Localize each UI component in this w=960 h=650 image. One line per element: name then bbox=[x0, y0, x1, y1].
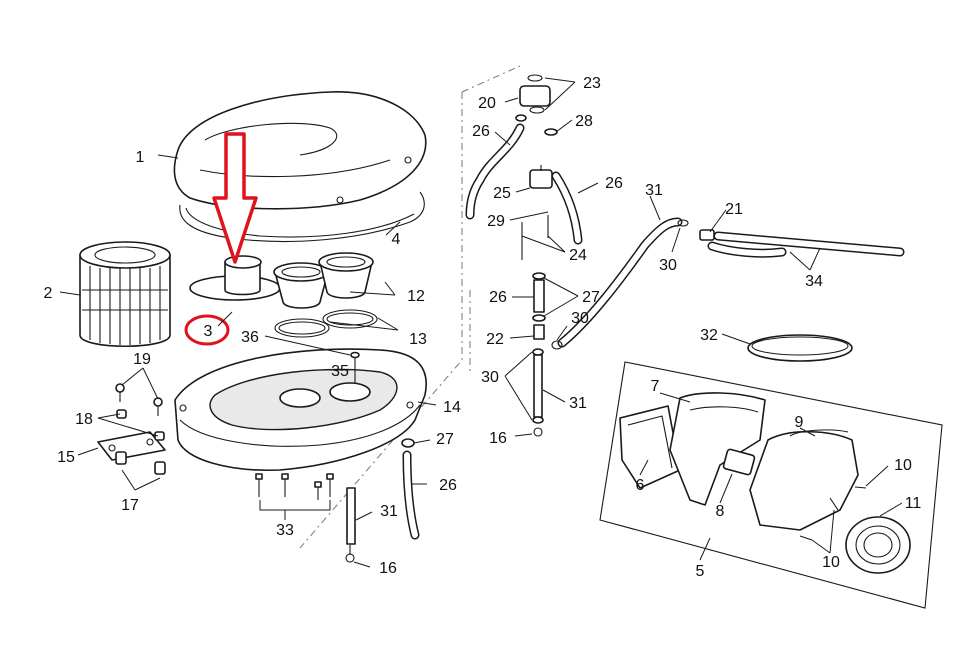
callout-16-lower: 16 bbox=[379, 560, 397, 577]
callout-17: 17 bbox=[121, 497, 139, 514]
callout-33: 33 bbox=[276, 522, 294, 539]
callout-27-lower: 27 bbox=[436, 431, 454, 448]
group-boundary-lines bbox=[299, 65, 521, 549]
callout-16-center: 16 bbox=[489, 430, 507, 447]
leader-lines bbox=[59, 77, 903, 568]
callout-26-lower: 26 bbox=[439, 477, 457, 494]
callout-30-right: 30 bbox=[659, 257, 677, 274]
bracket-and-fasteners bbox=[97, 383, 166, 475]
callout-3: 3 bbox=[204, 323, 213, 340]
callout-21: 21 bbox=[725, 201, 743, 218]
screws-33 bbox=[255, 473, 334, 500]
callout-7: 7 bbox=[651, 378, 660, 395]
lower-hoses bbox=[345, 438, 420, 563]
airbox-base bbox=[174, 348, 427, 472]
callout-28: 28 bbox=[575, 113, 593, 130]
screws-35-36 bbox=[350, 351, 360, 383]
callout-13: 13 bbox=[409, 331, 427, 348]
callout-labels: 1 2 3 4 5 6 7 8 9 10 10 11 12 13 14 15 1… bbox=[44, 75, 922, 580]
callout-2: 2 bbox=[44, 285, 53, 302]
callout-4: 4 bbox=[392, 231, 401, 248]
callout-14: 14 bbox=[443, 399, 461, 416]
red-arrow-indicator bbox=[212, 132, 258, 264]
callout-12: 12 bbox=[407, 288, 425, 305]
callout-24: 24 bbox=[569, 247, 587, 264]
breather-valve-assembly bbox=[465, 74, 683, 437]
callout-9: 9 bbox=[795, 414, 804, 431]
callout-26-top-right: 26 bbox=[605, 175, 623, 192]
callout-31-center: 31 bbox=[569, 395, 587, 412]
callout-10-upper: 10 bbox=[894, 457, 912, 474]
intake-funnels bbox=[273, 252, 374, 309]
airbox-cover bbox=[173, 91, 427, 210]
callout-20: 20 bbox=[478, 95, 496, 112]
callout-34: 34 bbox=[805, 273, 823, 290]
cover-gasket bbox=[179, 191, 425, 243]
o-rings bbox=[274, 309, 378, 338]
callout-8: 8 bbox=[716, 503, 725, 520]
vent-hose-34 bbox=[677, 219, 905, 258]
callout-5: 5 bbox=[696, 563, 705, 580]
callout-18: 18 bbox=[75, 411, 93, 428]
callout-31-lower: 31 bbox=[380, 503, 398, 520]
callout-31-right: 31 bbox=[645, 182, 663, 199]
callout-1: 1 bbox=[136, 149, 145, 166]
callout-19: 19 bbox=[133, 351, 151, 368]
air-filter bbox=[79, 241, 171, 347]
callout-15: 15 bbox=[57, 449, 75, 466]
callout-11: 11 bbox=[905, 495, 922, 512]
callout-26-center: 26 bbox=[489, 289, 507, 306]
intake-duct-assembly bbox=[599, 361, 943, 609]
callout-22: 22 bbox=[486, 331, 504, 348]
callout-25: 25 bbox=[493, 185, 511, 202]
callout-10-lower: 10 bbox=[822, 554, 840, 571]
callout-32: 32 bbox=[700, 327, 718, 344]
snorkel-part bbox=[189, 255, 281, 301]
callout-27-center: 27 bbox=[582, 289, 600, 306]
callout-26-top-left: 26 bbox=[472, 123, 490, 140]
hose-clamp-32 bbox=[747, 334, 853, 362]
callout-29: 29 bbox=[487, 213, 505, 230]
red-highlight-circle bbox=[184, 314, 230, 346]
callout-36: 36 bbox=[241, 329, 259, 346]
callout-6: 6 bbox=[636, 477, 645, 494]
callout-30-center: 30 bbox=[571, 310, 589, 327]
callout-23: 23 bbox=[583, 75, 601, 92]
callout-30-left: 30 bbox=[481, 369, 499, 386]
callout-35: 35 bbox=[331, 363, 349, 380]
